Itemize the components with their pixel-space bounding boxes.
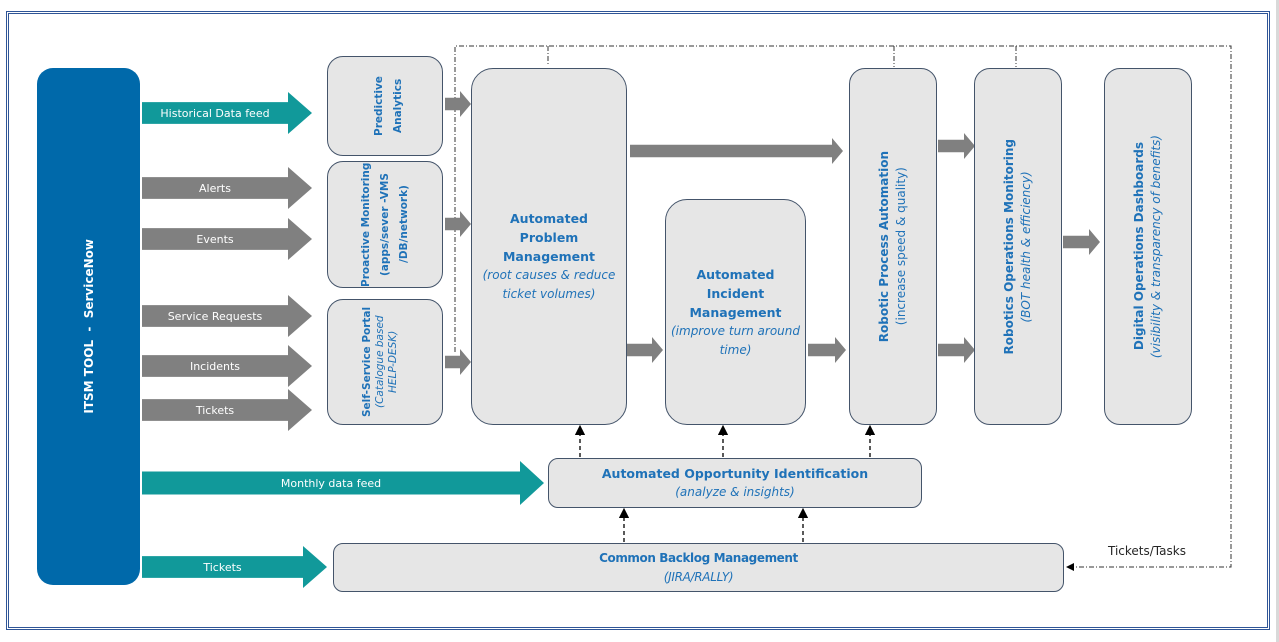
proactive-monitoring-title: Proactive Monitoring (apps/sever -VMS /D… bbox=[360, 162, 410, 287]
window-edge bbox=[1276, 0, 1279, 642]
incident-management-box: Automated Incident Management (improve t… bbox=[665, 199, 806, 425]
robotics-monitoring-box: Robotics Operations Monitoring (BOT heal… bbox=[974, 68, 1062, 425]
robotics-monitoring-title: Robotics Operations Monitoring bbox=[1001, 138, 1016, 355]
rpa-subtitle: (increase speed & quality) bbox=[893, 167, 908, 326]
problem-management-box: Automated Problem Management (root cause… bbox=[471, 68, 627, 425]
dashboards-box: Digital Operations Dashboards (visibilit… bbox=[1104, 68, 1192, 425]
self-service-portal-title: Self-Service Portal bbox=[361, 306, 373, 418]
backlog-subtitle: (JIRA/RALLY) bbox=[663, 569, 734, 584]
rpa-title: Robotic Process Automation bbox=[876, 150, 891, 343]
self-service-portal-subtitle: (Catalogue based HELP-DESK) bbox=[374, 315, 399, 409]
feedback-loop-line bbox=[454, 45, 1232, 571]
backlog-management-box: Common Backlog Management (JIRA/RALLY) bbox=[333, 543, 1064, 592]
itsm-tool-block: ITSM TOOL - ServiceNow bbox=[37, 68, 140, 585]
feedback-loop-label: Tickets/Tasks bbox=[1108, 544, 1186, 558]
problem-management-subtitle: (root causes & reduce ticket volumes) bbox=[482, 268, 616, 301]
opportunity-title: Automated Opportunity Identification bbox=[601, 466, 869, 481]
robotics-monitoring-subtitle: (BOT health & efficiency) bbox=[1018, 170, 1033, 323]
dashboards-subtitle: (visibility & transparency of benefits) bbox=[1148, 134, 1163, 359]
problem-management-title: Automated Problem Management bbox=[502, 211, 595, 264]
incident-management-title: Automated Incident Management bbox=[689, 266, 782, 320]
self-service-portal-box: Self-Service Portal (Catalogue based HEL… bbox=[327, 299, 443, 425]
proactive-monitoring-box: Proactive Monitoring (apps/sever -VMS /D… bbox=[327, 161, 443, 288]
diagram-frame bbox=[6, 11, 1270, 630]
opportunity-subtitle: (analyze & insights) bbox=[675, 485, 795, 499]
backlog-title: Common Backlog Management bbox=[599, 550, 798, 565]
opportunity-identification-box: Automated Opportunity Identification (an… bbox=[548, 458, 922, 508]
itsm-tool-label: ITSM TOOL - ServiceNow bbox=[81, 239, 96, 414]
dashboards-title: Digital Operations Dashboards bbox=[1131, 142, 1146, 351]
predictive-analytics-title: Predictive Analytics bbox=[373, 76, 404, 136]
rpa-box: Robotic Process Automation (increase spe… bbox=[849, 68, 937, 425]
incident-management-subtitle: (improve turn around time) bbox=[670, 323, 801, 357]
predictive-analytics-box: Predictive Analytics bbox=[327, 56, 443, 156]
